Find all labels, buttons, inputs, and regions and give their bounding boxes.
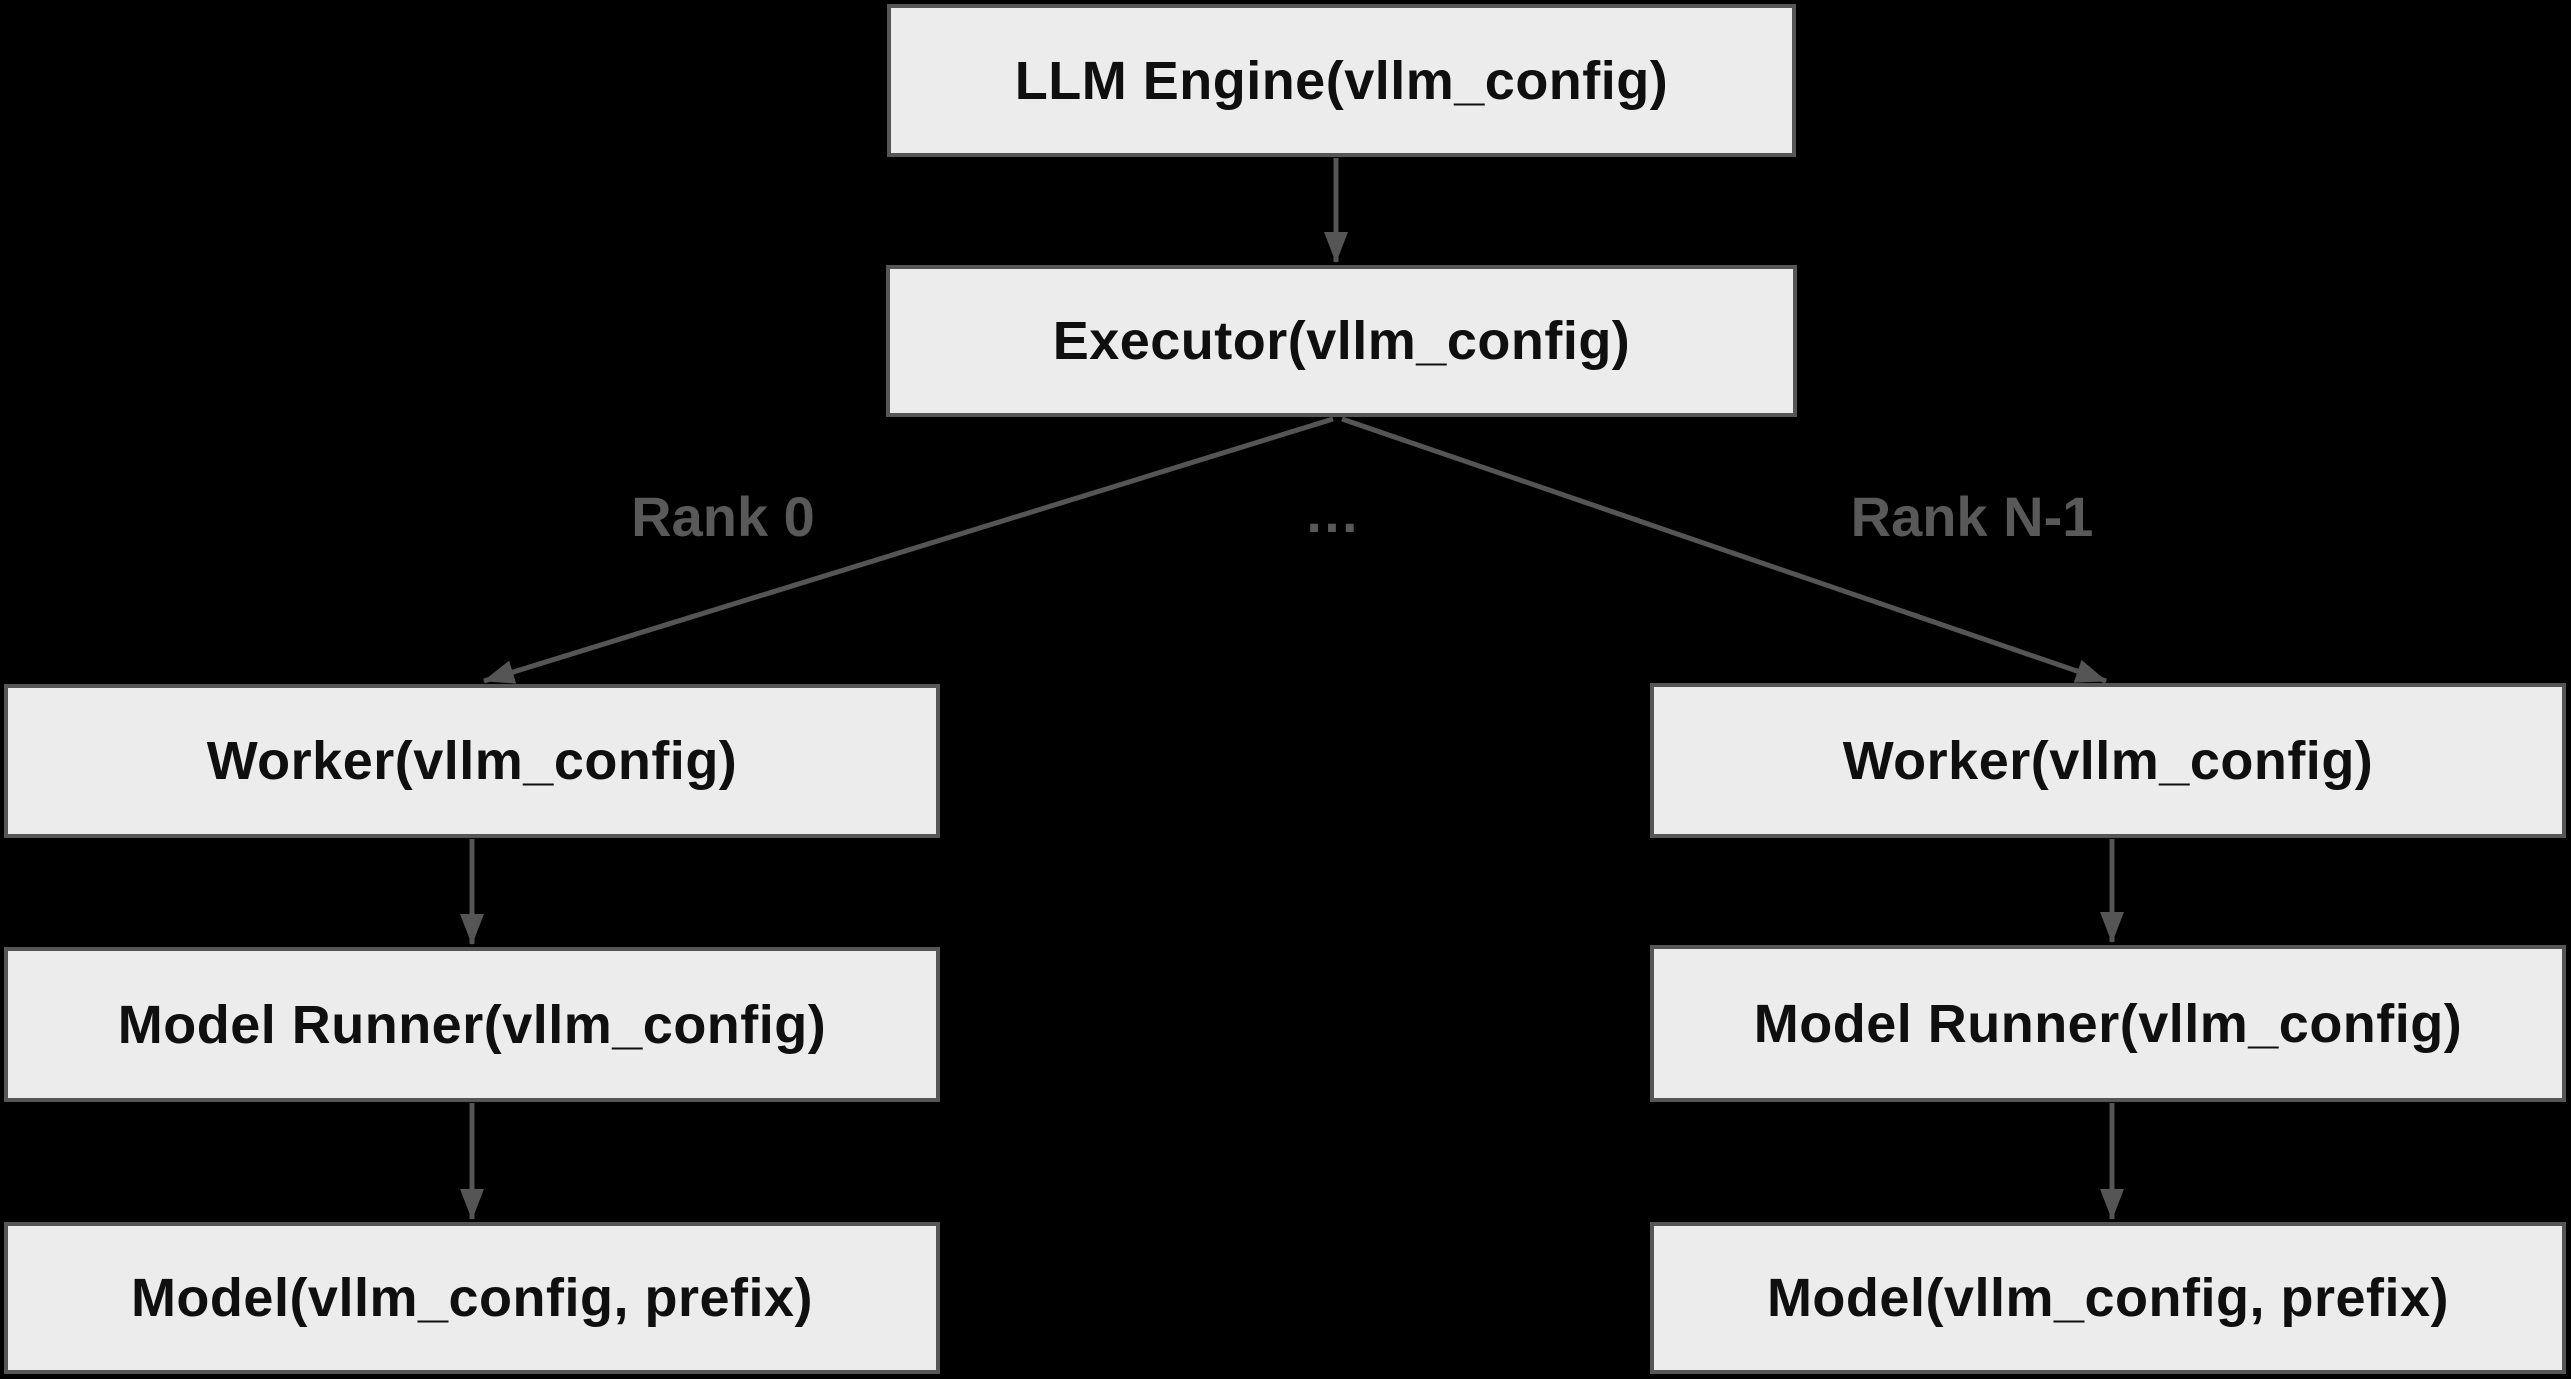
node-worker-rank-0-label: Worker(vllm_config) bbox=[206, 731, 738, 791]
node-model-runner-rank-0: Model Runner(vllm_config) bbox=[4, 947, 940, 1102]
node-llm-engine-label: LLM Engine(vllm_config) bbox=[1014, 50, 1669, 111]
node-model-rank-0: Model(vllm_config, prefix) bbox=[4, 1222, 940, 1374]
node-model-rank-0-label: Model(vllm_config, prefix) bbox=[130, 1268, 814, 1328]
node-model-runner-rank-n-1: Model Runner(vllm_config) bbox=[1650, 945, 2566, 1102]
node-model-runner-rank-n-1-label: Model Runner(vllm_config) bbox=[1753, 993, 2463, 1054]
node-worker-rank-0: Worker(vllm_config) bbox=[4, 684, 940, 838]
node-model-runner-rank-0-label: Model Runner(vllm_config) bbox=[117, 994, 827, 1055]
node-llm-engine: LLM Engine(vllm_config) bbox=[887, 4, 1796, 157]
node-worker-rank-n-1: Worker(vllm_config) bbox=[1650, 683, 2566, 838]
node-executor: Executor(vllm_config) bbox=[886, 265, 1797, 417]
node-model-rank-n-1-label: Model(vllm_config, prefix) bbox=[1766, 1268, 2450, 1328]
node-worker-rank-n-1-label: Worker(vllm_config) bbox=[1842, 730, 2374, 791]
edge-label-ellipsis: … bbox=[1304, 481, 1360, 544]
edge-label-rank-0: Rank 0 bbox=[631, 485, 815, 548]
node-model-rank-n-1: Model(vllm_config, prefix) bbox=[1650, 1222, 2566, 1374]
edge-label-rank-n-1: Rank N-1 bbox=[1850, 485, 2094, 548]
node-executor-label: Executor(vllm_config) bbox=[1052, 311, 1631, 371]
